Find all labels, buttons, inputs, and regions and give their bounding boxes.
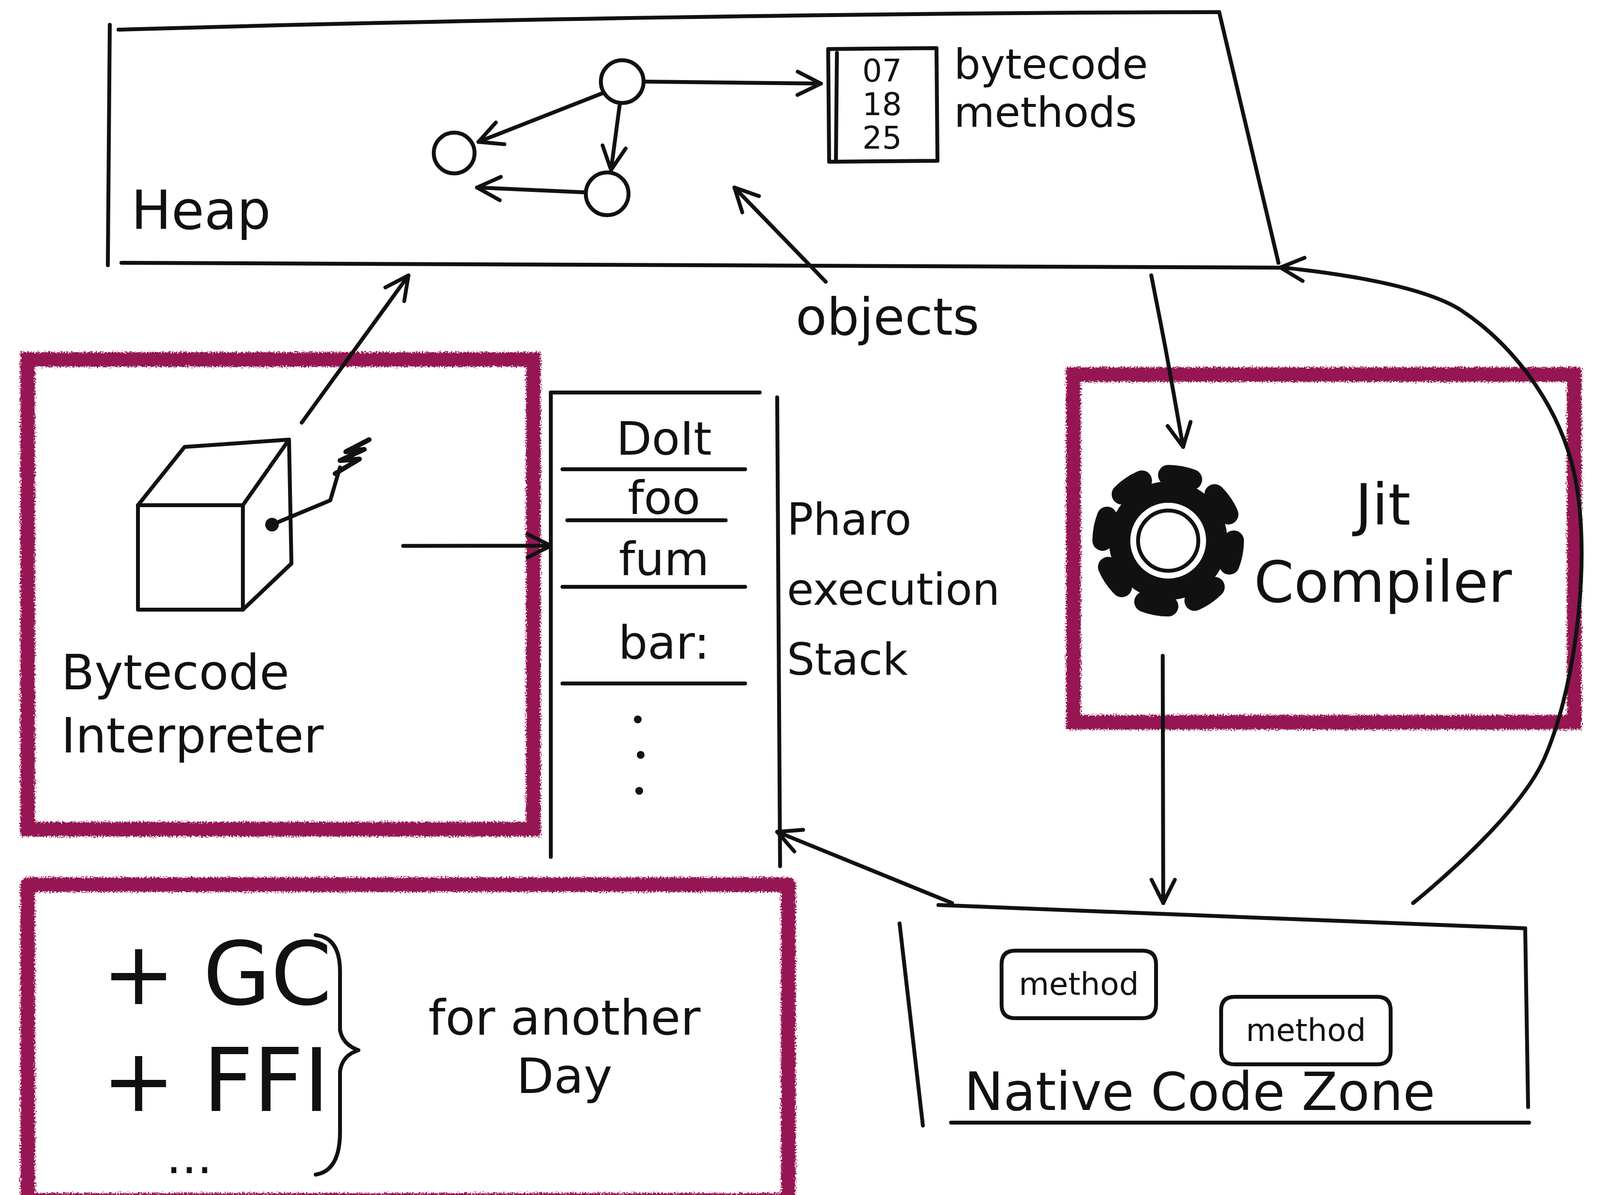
outline-stroke [1219,12,1279,263]
region-title: Heap [131,181,375,240]
outline-stroke [121,262,1281,268]
reference-arrow [476,187,586,193]
flow-arrow [1162,655,1164,903]
cube-face [137,439,290,506]
crank-symbol [335,439,370,474]
highlight-frame [1073,374,1575,723]
box-label: method [1219,1013,1393,1048]
interpreter-box: Bytecode Interpreter [53,422,404,783]
ellipsis-dot [633,715,642,724]
stack-frame: DoIt [550,413,778,465]
bytecode-values: 07 18 25 [857,54,907,155]
reference-arrow [611,103,620,171]
object-circle [600,60,644,103]
pointer-label: objects [795,287,980,347]
gear-symbol [1102,475,1234,607]
outline-stroke [938,904,1526,929]
zone-label: Native Code Zone [964,1063,1523,1122]
stack-heading: Pharo execution Stack [786,484,1059,695]
gear-symbol [1138,510,1199,571]
jit-box: Jit Compiler [1086,446,1540,656]
outline-stroke [562,467,746,472]
cube-face [137,505,243,610]
outline-stroke [548,392,553,857]
native-code-zone: Native Code Zone method method [897,902,1531,1128]
outline-stroke [562,681,746,686]
flow-arrow [777,831,953,903]
stack-frame: bar: [550,617,778,669]
cube-face [242,439,292,610]
box-label: Bytecode Interpreter [61,641,402,768]
reference-arrow [645,81,821,84]
ellipsis-dot [636,750,645,759]
gear-symbol [1119,492,1217,590]
topic-item: + GC [102,925,443,1022]
ellipsis-mark: ... [166,1129,312,1184]
topic-item: + FFI [102,1032,443,1129]
outline-stroke [828,48,938,162]
box-label: method [999,967,1158,1002]
outline-stroke [777,397,781,867]
execution-stack: DoItfoofumbar:Pharo execution Stack [550,392,778,857]
note-text: for another Day [389,988,740,1106]
outline-stroke [118,12,1220,30]
stack-frame: fum [550,533,778,585]
outline-stroke [27,884,789,1195]
code-box: 07 18 25bytecode methods [826,46,939,164]
crank-symbol [267,519,277,530]
outline-stroke [899,923,923,1126]
object-circle [585,172,629,216]
method-box: method [999,948,1158,1021]
outline-stroke [562,584,746,589]
highlight-frame [27,359,534,830]
future-work-box: + GC + FFIfor another Day... [20,877,796,1195]
box-heading: bytecode methods [953,40,1183,137]
box-label: Jit Compiler [1237,466,1529,622]
outline-stroke [1525,928,1529,1107]
method-box: method [1219,994,1393,1067]
crank-symbol [272,467,341,525]
outline-stroke [951,1120,1530,1125]
heap-region: Heap07 18 25bytecode methods [106,10,1281,276]
outline-stroke [550,390,760,395]
stack-frame: foo [550,472,778,524]
flow-arrow [301,275,409,423]
flow-arrow [403,543,551,548]
outline-stroke [835,52,837,159]
flow-arrow [1151,275,1183,447]
ellipsis-dot [635,786,644,795]
reference-arrow [478,93,603,142]
object-circle [433,132,475,174]
outline-stroke [107,24,110,266]
